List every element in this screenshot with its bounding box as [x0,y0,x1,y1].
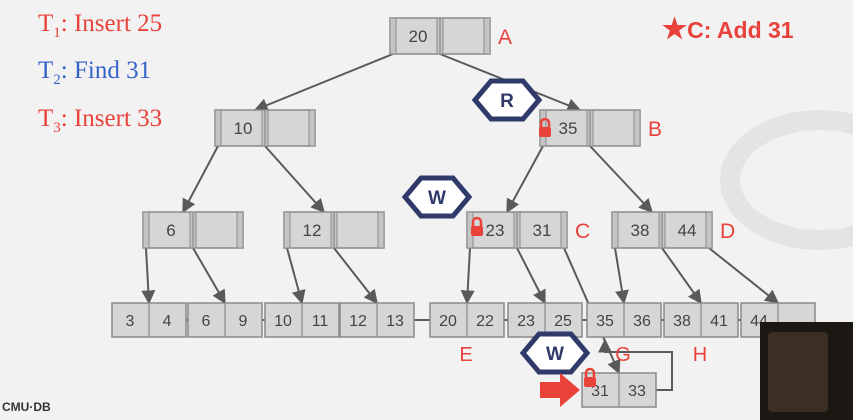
lock-icon [471,216,483,236]
leaf-node-12-13: 12 13 [339,302,415,338]
leaf-key: 10 [274,313,292,330]
node-label: D [720,220,735,243]
node-key: 12 [303,221,322,240]
presenter-video-thumbnail [760,322,853,420]
note-add-31: ★C: Add 31 [662,12,794,45]
latch-w-c: W [401,175,483,236]
leaf-key: 12 [349,313,367,330]
node-label: C [575,220,590,243]
tree-edge [333,247,378,305]
node-label: B [648,118,662,141]
tree-node-c: 23 31 C [466,211,590,249]
latches: R W W [401,78,596,407]
latch-mode: W [546,344,564,365]
leaf-node-e: 20 22E [429,302,505,366]
node-key: 6 [166,221,175,240]
leaf-key: 20 [439,313,457,330]
node-key: 38 [631,221,650,240]
background-database-logo [720,110,853,250]
tree-node-6: 6 [142,211,244,249]
tree-node-12: 12 [283,211,385,249]
txn-letter: T [38,105,54,132]
leaf-key: 6 [202,313,211,330]
txn-letter: T [38,10,54,37]
tree-edge [661,247,702,305]
leaf-key: 22 [476,313,494,330]
txn-text: : Insert 33 [60,105,163,132]
leaf-sibling-link [598,338,673,391]
txn-text: : Find 31 [60,57,152,84]
leaf-key: 23 [517,313,535,330]
tree-edge [286,247,306,305]
latch-r-b: R [471,78,551,137]
transaction-t3: T3: Insert 33 [38,105,162,137]
leaf-key: 31 [591,383,609,400]
leaf-key: 41 [710,313,728,330]
leaf-key: 38 [673,313,691,330]
leaf-node-h: 38 41H [663,302,739,366]
tree-node-b: 35 B [539,109,662,147]
txn-subscript: 3 [53,120,61,136]
cmu-db-logo: CMU·DB [2,400,51,414]
txn-letter: T [38,57,54,84]
txn-subscript: 2 [53,72,61,88]
tree-edge [182,145,219,214]
leaf-key: 9 [239,313,248,330]
leaf-key: 13 [386,313,404,330]
leaf-label: G [615,344,631,366]
lock-icon [584,367,596,387]
new-node-arrow-icon [540,373,580,407]
tree-node-d: 38 44 D [611,211,735,249]
tree-node-a: 20 A [389,17,512,55]
leaf-key: 33 [628,383,646,400]
node-key: 44 [678,221,697,240]
tree-edge [708,247,780,304]
tree-edge [192,247,226,305]
leaf-label: E [459,344,472,366]
transaction-t1: T1: Insert 25 [38,10,162,42]
leaf-node-g: 35 36G [586,302,662,366]
tree-edge [253,53,394,112]
tree-node-10: 10 [214,109,316,147]
node-key: 10 [234,119,253,138]
lock-icon [539,117,551,137]
node-key: 23 [486,221,505,240]
leaf-key: 36 [633,313,651,330]
tree-edge [506,145,544,214]
tree-edge [614,247,629,305]
latch-mode: W [428,188,446,209]
node-key: 35 [559,119,578,138]
leaf-label: H [693,344,707,366]
txn-subscript: 1 [53,25,61,41]
node-key: 20 [409,27,428,46]
leaf-key: 35 [596,313,614,330]
tree-edge [589,145,653,214]
tree-edge [141,247,156,305]
leaf-node-10-11: 10 11 [264,302,340,338]
latch-w-n: W [519,331,596,387]
tree-edge [264,145,325,214]
node-label: A [498,26,512,49]
leaf-key: 4 [163,313,172,330]
leaf-key: 25 [554,313,572,330]
star-icon: ★ [662,13,688,44]
leaf-key: 11 [312,313,329,330]
tree-edge [516,247,546,305]
note-text: C: Add 31 [687,17,794,43]
latch-mode: R [500,91,514,112]
tree-edge [460,247,475,305]
leaf-key: 3 [126,313,135,330]
node-key: 31 [533,221,552,240]
transaction-t2: T2: Find 31 [38,57,151,89]
txn-text: : Insert 25 [60,10,163,37]
